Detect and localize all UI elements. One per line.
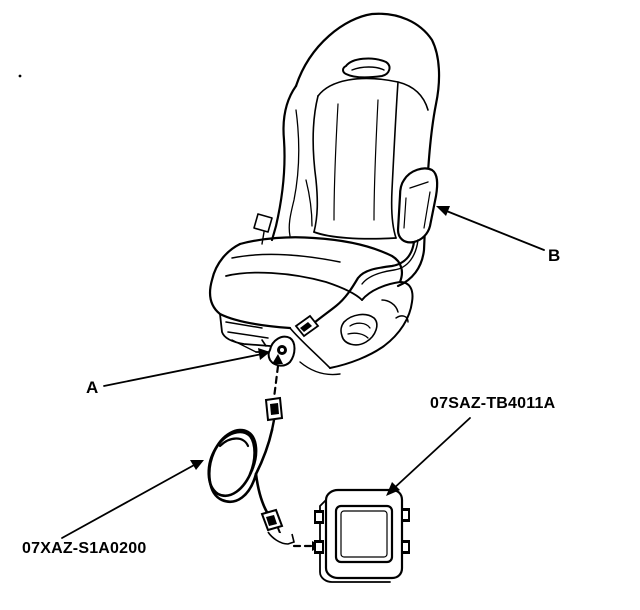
tool-box: [314, 488, 410, 583]
leader-b: [436, 206, 545, 251]
extension-cable: [207, 396, 295, 545]
seat-back: [270, 12, 441, 288]
label-cable-part-number: 07XAZ-S1A0200: [22, 540, 147, 557]
leader-a: [103, 348, 270, 387]
side-airbag-module: [396, 167, 439, 244]
leader-cable: [61, 460, 204, 539]
label-a: A: [86, 378, 99, 397]
leader-tool: [386, 417, 471, 496]
label-tool-part-number: 07SAZ-TB4011A: [430, 395, 556, 412]
stray-dot: [18, 74, 22, 78]
connection-dashed-line: [272, 354, 283, 400]
seat-cushion: [209, 213, 414, 369]
connector-a: [255, 335, 296, 367]
label-b: B: [548, 246, 561, 265]
wire-harness: [294, 239, 419, 338]
